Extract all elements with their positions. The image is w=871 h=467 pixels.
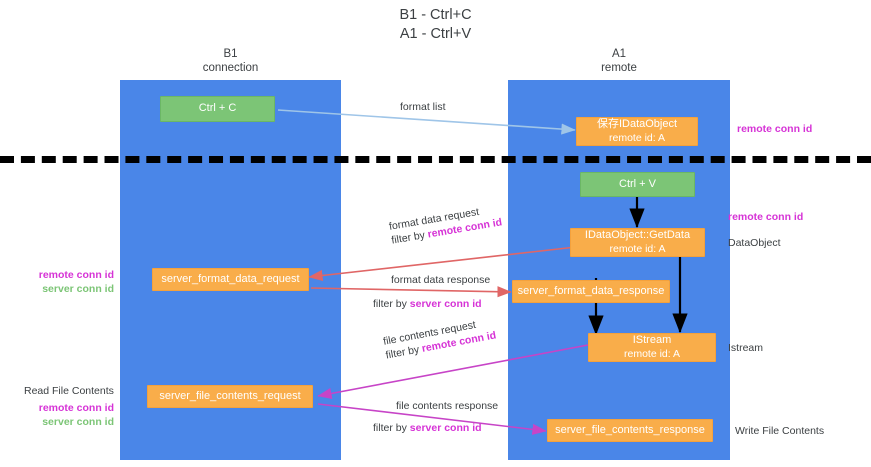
node-server-format-data-request[interactable]: server_format_data_request (152, 268, 309, 291)
node-istream[interactable]: IStream remote id: A (588, 333, 716, 362)
node-idataobject-getdata[interactable]: IDataObject::GetData remote id: A (570, 228, 705, 257)
phase-divider (0, 156, 871, 163)
annotation-right-remote-conn-id-top: remote conn id (737, 123, 812, 137)
annotation-server-conn-id: server conn id (42, 282, 114, 295)
lane-header-a1-role: remote (601, 61, 637, 74)
node-server-format-data-response[interactable]: server_format_data_response (512, 280, 670, 303)
node-idataobject-getdata-line1: IDataObject::GetData (584, 229, 691, 241)
node-idataobject-getdata-line2: remote id: A (609, 242, 666, 255)
annotation-right-remote-conn-id-mid: remote conn id (728, 211, 803, 225)
edge-label-file-contents-response-line1: file contents response (396, 400, 499, 412)
node-server-file-contents-request-label: server_file_contents_request (159, 389, 301, 402)
node-server-format-data-request-label: server_format_data_request (161, 272, 300, 285)
node-server-format-data-response-label: server_format_data_response (517, 284, 665, 297)
filter-prefix: filter by (373, 298, 410, 310)
node-server-file-contents-request[interactable]: server_file_contents_request (147, 385, 313, 408)
node-ctrl-c-label: Ctrl + C (198, 102, 237, 115)
node-idataobject-saved-line2: remote id: A (608, 131, 666, 144)
lane-header-a1: A1 remote (508, 48, 730, 75)
edge-label-file-contents-request: file contents request filter by remote c… (382, 315, 497, 363)
annotation-remote-conn-id: remote conn id (737, 123, 813, 135)
annotation-dataobject: DataObject (728, 237, 781, 249)
annotation-istream: Istream (728, 342, 764, 354)
node-istream-line2: remote id: A (623, 347, 681, 360)
page-title: B1 - Ctrl+C A1 - Ctrl+V (0, 6, 871, 44)
title-line-1: B1 - Ctrl+C (399, 7, 472, 23)
title-line-2: A1 - Ctrl+V (399, 26, 472, 42)
filter-prefix: filter by (373, 422, 410, 434)
annotation-server-conn-id: server conn id (42, 415, 114, 428)
node-istream-line1: IStream (632, 334, 672, 346)
node-ctrl-v-label: Ctrl + V (619, 177, 656, 190)
lane-header-b1-name: B1 (223, 48, 238, 60)
node-server-file-contents-response[interactable]: server_file_contents_response (547, 419, 713, 442)
edge-label-format-data-request: format data request filter by remote con… (388, 202, 503, 248)
filter-key-server-conn-id: server conn id (409, 298, 482, 310)
lane-header-a1-name: A1 (611, 48, 627, 60)
node-ctrl-v[interactable]: Ctrl + V (580, 172, 695, 197)
node-idataobject-saved[interactable]: 保存IDataObject remote id: A (576, 117, 698, 146)
edge-label-file-contents-response-filter: filter by server conn id (373, 421, 482, 435)
filter-key-server-conn-id: server conn id (409, 422, 482, 434)
edge-label-format-data-response: format data response (391, 273, 490, 287)
lane-header-b1: B1 connection (120, 48, 341, 75)
node-idataobject-saved-line1: 保存IDataObject (596, 118, 678, 130)
annotation-read-file-contents: Read File Contents (24, 385, 114, 397)
edge-label-file-contents-response: file contents response (396, 399, 498, 413)
annotation-write-file-contents: Write File Contents (735, 425, 825, 437)
annotation-left-conn-ids-bottom: remote conn id server conn id (22, 402, 114, 429)
node-ctrl-c[interactable]: Ctrl + C (160, 96, 275, 122)
annotation-remote-conn-id: remote conn id (38, 402, 114, 414)
edge-label-format-data-response-filter: filter by server conn id (373, 297, 482, 311)
node-server-file-contents-response-label: server_file_contents_response (555, 423, 705, 436)
edge-label-format-data-response-line1: format data response (391, 274, 491, 286)
arrow-format-data-response (310, 286, 512, 298)
annotation-remote-conn-id: remote conn id (38, 269, 114, 281)
edge-label-format-list: format list (400, 101, 446, 113)
lane-header-b1-role: connection (202, 61, 259, 74)
annotation-remote-conn-id: remote conn id (728, 211, 804, 223)
annotation-left-conn-ids-top: remote conn id server conn id (22, 269, 114, 296)
